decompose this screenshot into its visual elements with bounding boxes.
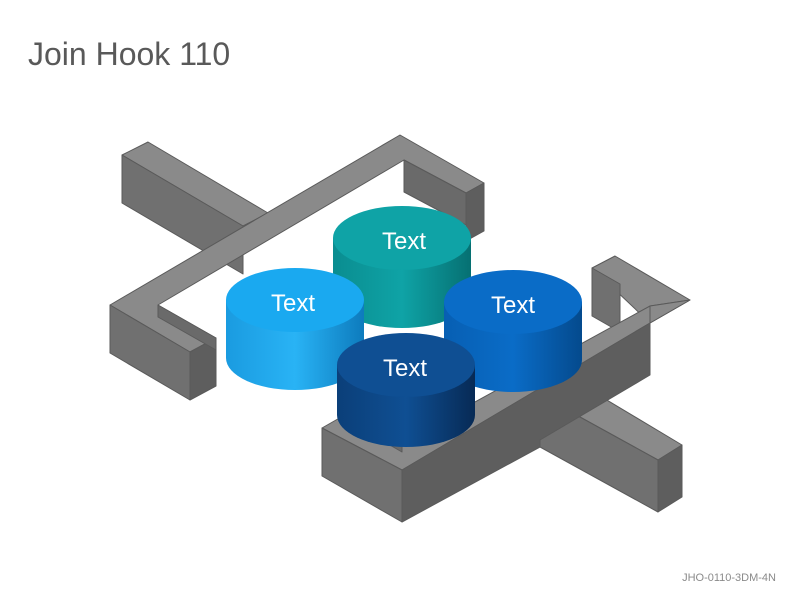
disc-dark-navy-label: Text (383, 355, 427, 382)
disc-light-blue-label: Text (271, 290, 315, 317)
disc-light-blue: Text (226, 268, 364, 390)
disc-teal-label: Text (382, 228, 426, 255)
disc-teal: Text (333, 206, 471, 328)
page-title: Join Hook 110 (28, 36, 231, 72)
disc-blue-label: Text (491, 292, 535, 319)
disc-dark-navy: Text (337, 333, 475, 447)
upper-left-hook (109, 134, 485, 401)
footer-code: JHO-0110-3DM-4N (682, 572, 776, 584)
